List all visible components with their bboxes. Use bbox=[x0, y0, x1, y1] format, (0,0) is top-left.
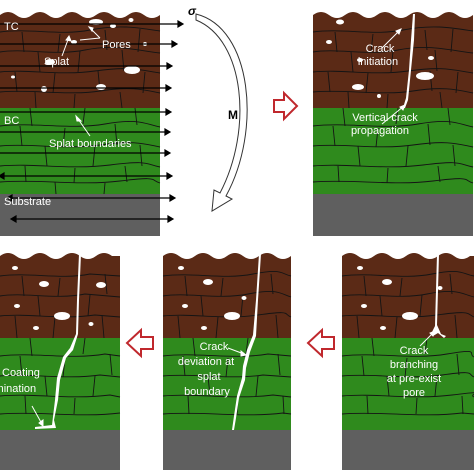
panel-5-pores bbox=[12, 266, 106, 330]
panel-4-annotation-lines bbox=[227, 347, 248, 357]
pore-shape bbox=[45, 59, 55, 65]
pores-label: Pores bbox=[102, 39, 131, 51]
pore-shape bbox=[416, 72, 434, 80]
panel-3-label-line-3: at pre-exist bbox=[387, 373, 441, 385]
panel-2-annotation-lines bbox=[381, 28, 406, 125]
panel-1-bc-splat-boundaries bbox=[0, 107, 161, 195]
panel-5-label-line-2: lamination bbox=[0, 383, 36, 395]
splat-boundaries-label: Splat boundaries bbox=[49, 138, 132, 150]
pore-shape bbox=[361, 304, 367, 308]
panel-4-crack-deviation: Crack deviation at splat boundary bbox=[162, 253, 292, 470]
step-arrow-left-icon bbox=[125, 327, 154, 359]
panel-4-label-line-4: boundary bbox=[184, 386, 230, 398]
pore-shape bbox=[110, 24, 116, 28]
panel-2-crack-initiation: Crack initiation Vertical crack propagat… bbox=[312, 12, 474, 236]
pore-shape bbox=[241, 296, 247, 300]
pore-shape bbox=[71, 40, 77, 44]
panel-4-label-line-3: splat bbox=[197, 371, 220, 383]
pore-shape bbox=[357, 266, 363, 270]
tc-label: TC bbox=[4, 21, 19, 33]
pore-shape bbox=[14, 304, 20, 308]
panel-4-pores bbox=[178, 266, 247, 330]
moment-arc-arrow bbox=[195, 13, 248, 212]
panel-3-pores bbox=[357, 266, 443, 330]
pore-shape bbox=[201, 326, 207, 330]
pore-shape bbox=[128, 18, 134, 22]
panel-3-substrate-layer bbox=[342, 430, 474, 470]
pore-shape bbox=[382, 279, 392, 285]
panel-2-label-line-2: initiation bbox=[358, 56, 398, 68]
pore-shape bbox=[54, 312, 70, 320]
panel-3-annotation-lines bbox=[419, 330, 436, 347]
panel-4-tc-layer bbox=[163, 253, 291, 338]
panel-5-splat-boundaries bbox=[0, 273, 121, 416]
pore-shape bbox=[88, 322, 94, 326]
step-arrow-left-icon bbox=[306, 327, 335, 359]
panel-4-crack bbox=[232, 254, 261, 430]
panel-5-substrate-layer bbox=[0, 430, 120, 470]
panel-3-crack bbox=[431, 254, 446, 338]
panel-1-initial-state: TC Pores Splat BC Splat boundaries Subst… bbox=[0, 4, 248, 236]
panel-1-stress-arrows bbox=[0, 19, 185, 224]
pore-shape bbox=[182, 304, 188, 308]
panel-1-tc-layer bbox=[0, 12, 160, 108]
pore-shape bbox=[178, 266, 184, 270]
panel-2-label-line-3: Vertical crack bbox=[352, 112, 418, 124]
pore-shape bbox=[402, 312, 418, 320]
splat-label: Splat bbox=[44, 56, 69, 68]
panel-5-coating-lamination: Coating lamination bbox=[0, 253, 121, 470]
pore-shape bbox=[33, 326, 39, 330]
panel-2-substrate-layer bbox=[313, 194, 473, 236]
panel-3-tc-layer bbox=[342, 253, 474, 338]
pore-shape bbox=[12, 266, 18, 270]
pore-shape bbox=[357, 58, 363, 62]
pore-shape bbox=[41, 86, 47, 92]
panel-3-label-line-4: pore bbox=[403, 387, 425, 399]
panel-5-annotation-lines bbox=[31, 405, 44, 427]
pore-shape bbox=[380, 326, 386, 330]
moment-label: M bbox=[228, 108, 238, 122]
substrate-label: Substrate bbox=[4, 196, 51, 208]
pore-shape bbox=[326, 40, 332, 44]
pore-shape bbox=[428, 56, 434, 60]
panel-5-crack bbox=[35, 254, 81, 429]
sigma-label: σ bbox=[188, 4, 197, 18]
panel-4-substrate-layer bbox=[163, 430, 291, 470]
panel-5-label-line-1: Coating bbox=[2, 367, 40, 379]
panel-2-tc-layer bbox=[313, 12, 473, 108]
panel-2-pores bbox=[326, 19, 434, 98]
pore-shape bbox=[352, 84, 364, 90]
panel-3-label-line-2: branching bbox=[390, 359, 438, 371]
pore-shape bbox=[11, 75, 15, 79]
panel-1-substrate-layer bbox=[0, 194, 160, 236]
pore-shape bbox=[336, 19, 344, 25]
pore-shape bbox=[224, 312, 240, 320]
step-arrow-right-icon bbox=[273, 90, 299, 122]
panel-3-label-line-1: Crack bbox=[400, 345, 429, 357]
pore-shape bbox=[39, 281, 49, 287]
bc-label: BC bbox=[4, 115, 19, 127]
panel-1-annotation-lines bbox=[61, 26, 101, 137]
pore-shape bbox=[377, 94, 381, 98]
pore-shape bbox=[437, 286, 443, 290]
panel-3-splat-boundaries bbox=[341, 271, 474, 416]
panel-4-label-line-2: deviation at bbox=[178, 356, 234, 368]
pore-shape bbox=[203, 279, 213, 285]
pore-shape bbox=[96, 84, 106, 90]
panel-2-label-line-4: propagation bbox=[351, 125, 409, 137]
pore-shape bbox=[124, 66, 140, 74]
pore-shape bbox=[96, 282, 106, 288]
panel-2-label-line-1: Crack bbox=[366, 43, 395, 55]
panel-4-label-line-1: Crack bbox=[200, 341, 229, 353]
panel-4-splat-boundaries bbox=[162, 271, 292, 416]
panel-3-crack-branching: Crack branching at pre-exist pore bbox=[341, 253, 474, 470]
panel-2-vertical-crack bbox=[403, 14, 415, 108]
panel-1-tc-splat-boundaries bbox=[0, 26, 161, 109]
